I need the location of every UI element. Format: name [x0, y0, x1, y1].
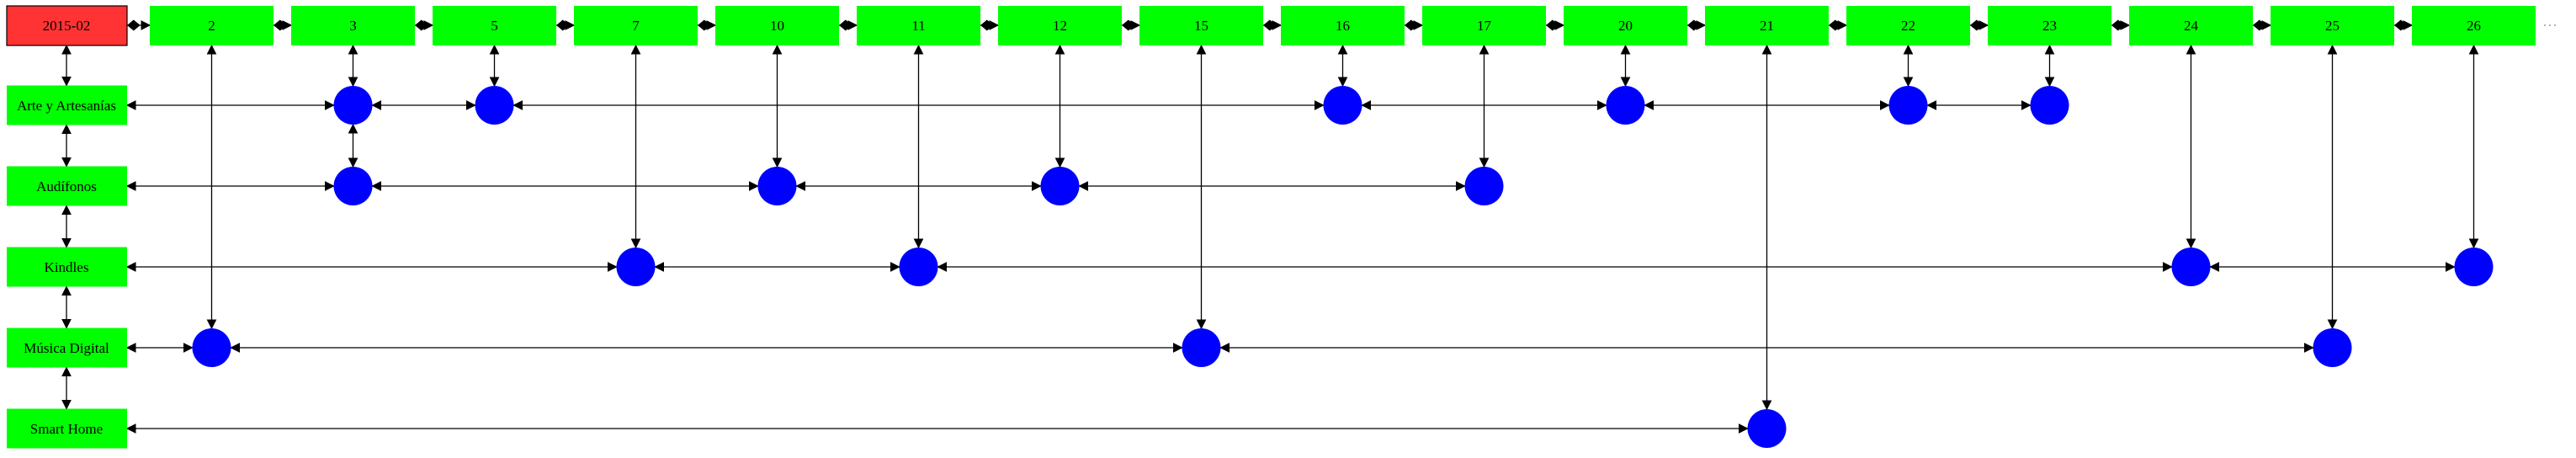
category-label: Música Digital — [24, 340, 109, 356]
event-dot-arte-y-artesanias-3 — [333, 86, 373, 125]
day-label-2: 2 — [208, 18, 215, 34]
day-node-11 — [857, 6, 980, 45]
category-node-audifonos — [7, 166, 127, 206]
event-dot-audifonos-17 — [1464, 167, 1504, 205]
category-label: Audífonos — [36, 178, 97, 194]
event-dot-musica-digital-2 — [192, 328, 231, 367]
event-dot-arte-y-artesanias-22 — [1888, 86, 1928, 125]
day-label-25: 25 — [2325, 18, 2340, 34]
day-node-21 — [1705, 6, 1829, 45]
day-node-20 — [1564, 6, 1687, 45]
month-label: 2015-02 — [43, 18, 91, 34]
event-dot-kindles-7 — [616, 248, 656, 286]
category-node-musica-digital — [7, 328, 127, 368]
day-node-12 — [998, 6, 1122, 45]
day-label-23: 23 — [2042, 18, 2057, 34]
event-dot-audifonos-12 — [1040, 167, 1080, 205]
category-node-smart-home — [7, 408, 127, 449]
day-node-15 — [1139, 6, 1263, 45]
event-dot-arte-y-artesanias-23 — [2030, 86, 2069, 125]
event-dot-kindles-11 — [899, 248, 938, 286]
event-dot-arte-y-artesanias-5 — [475, 86, 514, 125]
event-dot-audifonos-10 — [757, 167, 797, 205]
day-label-11: 11 — [911, 18, 925, 34]
month-node — [6, 5, 128, 46]
day-node-16 — [1281, 6, 1405, 45]
day-label-5: 5 — [491, 18, 498, 34]
day-label-17: 17 — [1477, 18, 1492, 34]
day-node-22 — [1846, 6, 1970, 45]
day-node-24 — [2129, 6, 2253, 45]
day-node-2 — [150, 6, 274, 45]
category-label: Arte y Artesanías — [17, 98, 116, 114]
event-dot-arte-y-artesanias-20 — [1606, 86, 1645, 125]
event-dot-kindles-26 — [2454, 248, 2494, 286]
event-dot-musica-digital-25 — [2313, 328, 2352, 367]
day-label-7: 7 — [632, 18, 640, 34]
category-node-kindles — [7, 247, 127, 287]
day-label-20: 20 — [1618, 18, 1633, 34]
day-node-7 — [574, 6, 698, 45]
day-label-3: 3 — [349, 18, 357, 34]
event-dot-smart-home-21 — [1747, 409, 1787, 448]
day-node-23 — [1988, 6, 2111, 45]
day-label-15: 15 — [1194, 18, 1208, 34]
event-dot-musica-digital-15 — [1182, 328, 1221, 367]
day-label-10: 10 — [770, 18, 784, 34]
day-label-21: 21 — [1760, 18, 1774, 34]
day-node-17 — [1422, 6, 1546, 45]
category-node-arte-y-artesanias — [7, 85, 127, 125]
event-dot-audifonos-3 — [333, 167, 373, 205]
day-node-26 — [2412, 6, 2536, 45]
category-label: Smart Home — [30, 421, 103, 437]
day-label-12: 12 — [1053, 18, 1067, 34]
event-dot-kindles-24 — [2171, 248, 2211, 286]
day-label-22: 22 — [1901, 18, 1915, 34]
day-node-5 — [433, 6, 556, 45]
day-label-16: 16 — [1336, 18, 1350, 34]
day-label-24: 24 — [2184, 18, 2199, 34]
day-node-3 — [291, 6, 415, 45]
event-dot-arte-y-artesanias-16 — [1323, 86, 1362, 125]
category-label: Kindles — [45, 259, 89, 275]
edges-layer — [61, 19, 2556, 434]
day-node-10 — [715, 6, 839, 45]
day-label-26: 26 — [2467, 18, 2481, 34]
day-node-25 — [2271, 6, 2394, 45]
